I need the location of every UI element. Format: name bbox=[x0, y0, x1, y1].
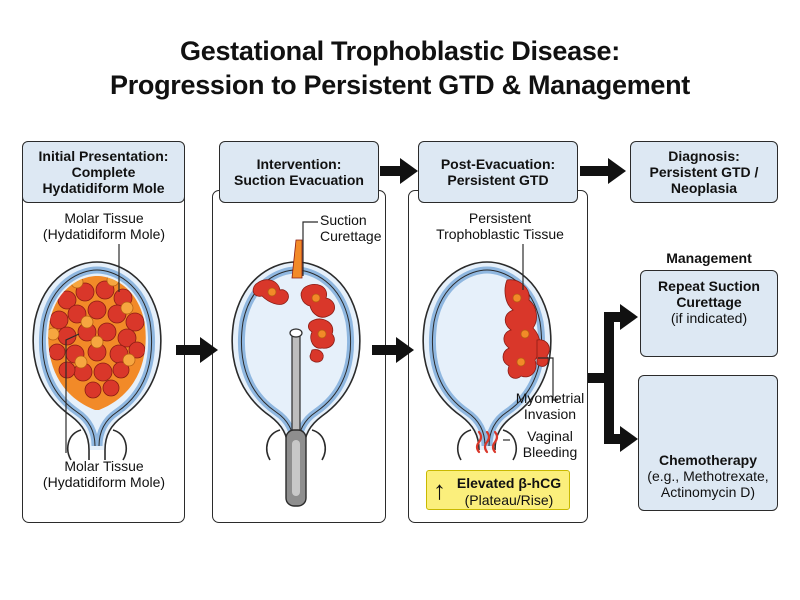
chemotherapy-note: (e.g., Methotrexate, Actinomycin D) bbox=[647, 468, 769, 500]
up-arrow-icon: ↑ bbox=[433, 475, 446, 505]
label-molar-tissue-bottom: Molar Tissue (Hydatidiform Mole) bbox=[42, 458, 166, 490]
management-repeat-curettage: Repeat Suction Curettage (if indicated) bbox=[640, 270, 778, 357]
label-molar-tissue-top: Molar Tissue (Hydatidiform Mole) bbox=[42, 210, 166, 242]
repeat-curettage-note: (if indicated) bbox=[670, 310, 748, 326]
uterus-molar-illustration bbox=[33, 262, 161, 460]
residual-tissue bbox=[252, 279, 335, 363]
hcg-title: Elevated β-hCG bbox=[456, 475, 562, 491]
uterus-evacuation-illustration bbox=[232, 262, 360, 460]
header-initial-presentation: Initial Presentation: Complete Hydatidif… bbox=[22, 141, 185, 203]
uterus-persistent-illustration bbox=[423, 262, 551, 460]
management-title: Management bbox=[666, 250, 752, 266]
flow-arrows bbox=[176, 158, 638, 452]
header-diagnosis: Diagnosis: Persistent GTD / Neoplasia bbox=[630, 141, 778, 203]
label-myometrial-invasion: Myometrial Invasion bbox=[515, 390, 585, 422]
persistent-tissue bbox=[502, 279, 550, 379]
label-suction-curettage: Suction Curettage bbox=[320, 212, 382, 244]
label-vaginal-bleeding: Vaginal Bleeding bbox=[522, 428, 578, 460]
chemotherapy-title: Chemotherapy bbox=[658, 452, 758, 468]
repeat-curettage-title: Repeat Suction Curettage bbox=[658, 278, 760, 310]
title-line-2: Progression to Persistent GTD & Manageme… bbox=[109, 70, 691, 100]
header-post-evacuation: Post-Evacuation: Persistent GTD bbox=[418, 141, 578, 203]
diagram-title: Gestational Trophoblastic Disease: Progr… bbox=[0, 34, 800, 102]
bleeding-icon bbox=[475, 430, 499, 454]
header-intervention: Intervention: Suction Evacuation bbox=[219, 141, 379, 203]
title-line-1: Gestational Trophoblastic Disease: bbox=[180, 36, 620, 66]
hcg-callout: ↑ Elevated β-hCG (Plateau/Rise) bbox=[426, 470, 570, 510]
molar-vesicles bbox=[48, 276, 146, 410]
label-persistent-tissue: Persistent Trophoblastic Tissue bbox=[436, 210, 564, 242]
curette-icon bbox=[285, 239, 307, 507]
hcg-subtitle: (Plateau/Rise) bbox=[464, 492, 554, 508]
management-chemotherapy: Chemotherapy (e.g., Methotrexate, Actino… bbox=[638, 375, 778, 511]
